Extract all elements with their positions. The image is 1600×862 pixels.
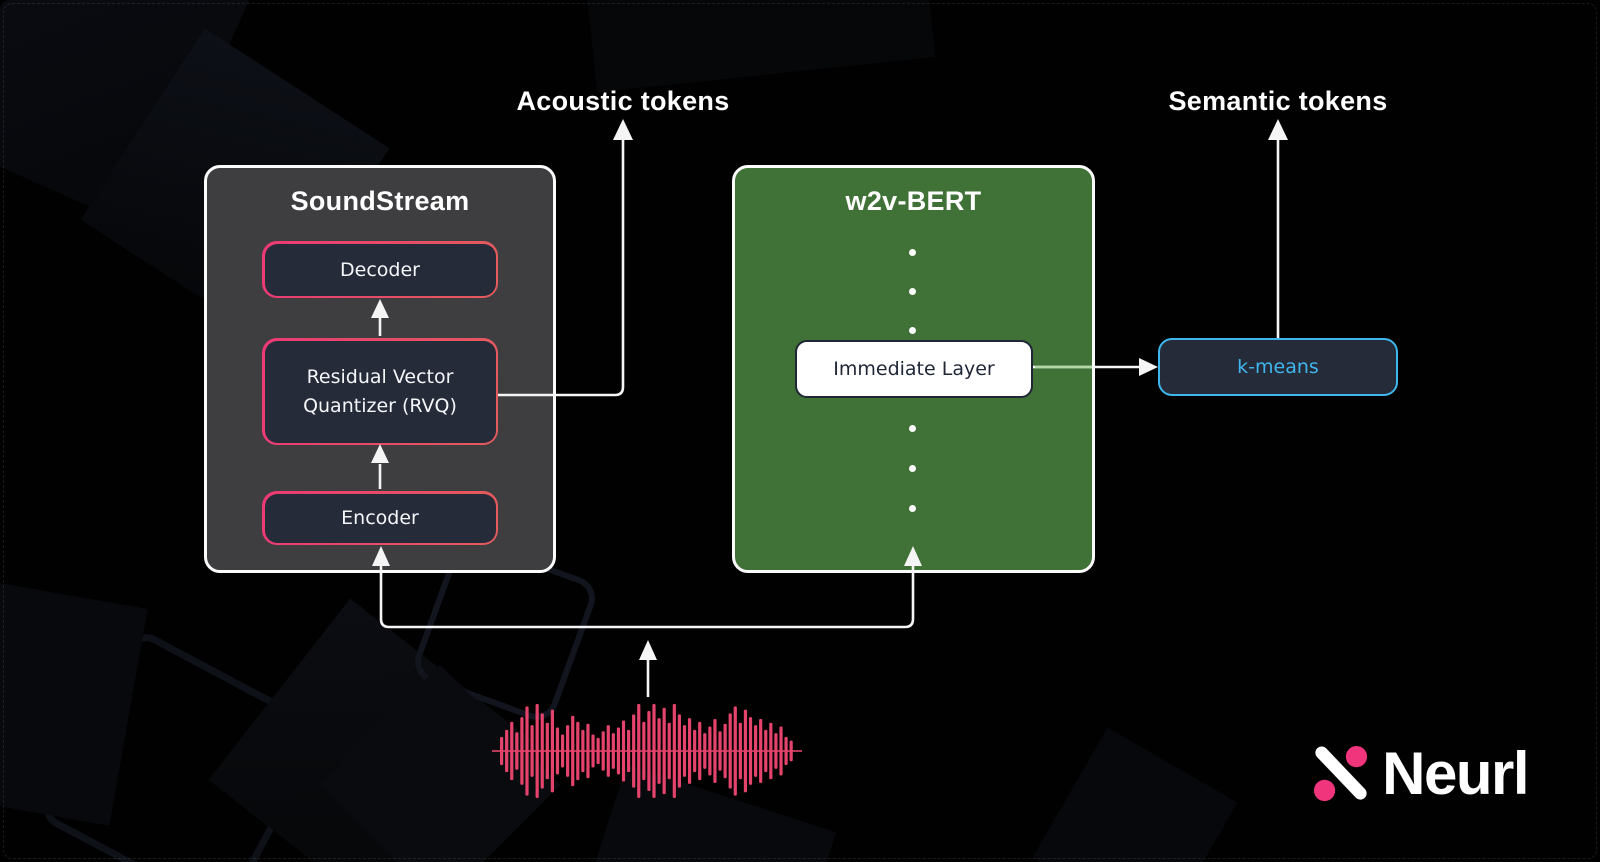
encoder-box: Encoder <box>262 491 498 545</box>
audio-waveform <box>492 701 802 801</box>
decoder-box: Decoder <box>262 241 498 298</box>
soundstream-title: SoundStream <box>290 186 470 216</box>
neurl-logo-icon <box>1314 745 1368 801</box>
background-cube <box>584 0 936 93</box>
waveform-bars <box>492 704 802 798</box>
ellipsis-dot <box>909 425 916 432</box>
encoder-label: Encoder <box>341 507 419 529</box>
w2v-bert-title: w2v-BERT <box>845 186 982 216</box>
kmeans-label: k-means <box>1237 356 1319 378</box>
neurl-logo: Neurl <box>1312 739 1529 808</box>
kmeans-box: k-means <box>1158 338 1398 396</box>
ellipsis-dot <box>909 505 916 512</box>
soundstream-panel: SoundStream Decoder Residual Vector Quan… <box>204 165 556 573</box>
ellipsis-dot <box>909 288 916 295</box>
immediate-layer-box: Immediate Layer <box>795 340 1033 398</box>
immediate-layer-label: Immediate Layer <box>833 358 995 380</box>
background-cube <box>1032 727 1238 862</box>
ellipsis-dot <box>909 465 916 472</box>
ellipsis-dot <box>909 249 916 256</box>
semantic-tokens-label: Semantic tokens <box>1168 86 1388 116</box>
logo-pink-dot <box>1345 745 1368 767</box>
neurl-logo-text: Neurl <box>1382 740 1529 807</box>
rvq-box: Residual Vector Quantizer (RVQ) <box>262 338 498 445</box>
rvq-label: Residual Vector Quantizer (RVQ) <box>303 366 457 417</box>
acoustic-tokens-label: Acoustic tokens <box>516 86 730 116</box>
ellipsis-dot <box>909 327 916 334</box>
logo-pink-dot <box>1314 779 1336 801</box>
decoder-label: Decoder <box>340 258 420 281</box>
w2v-bert-panel: w2v-BERT Immediate Layer <box>732 165 1095 573</box>
